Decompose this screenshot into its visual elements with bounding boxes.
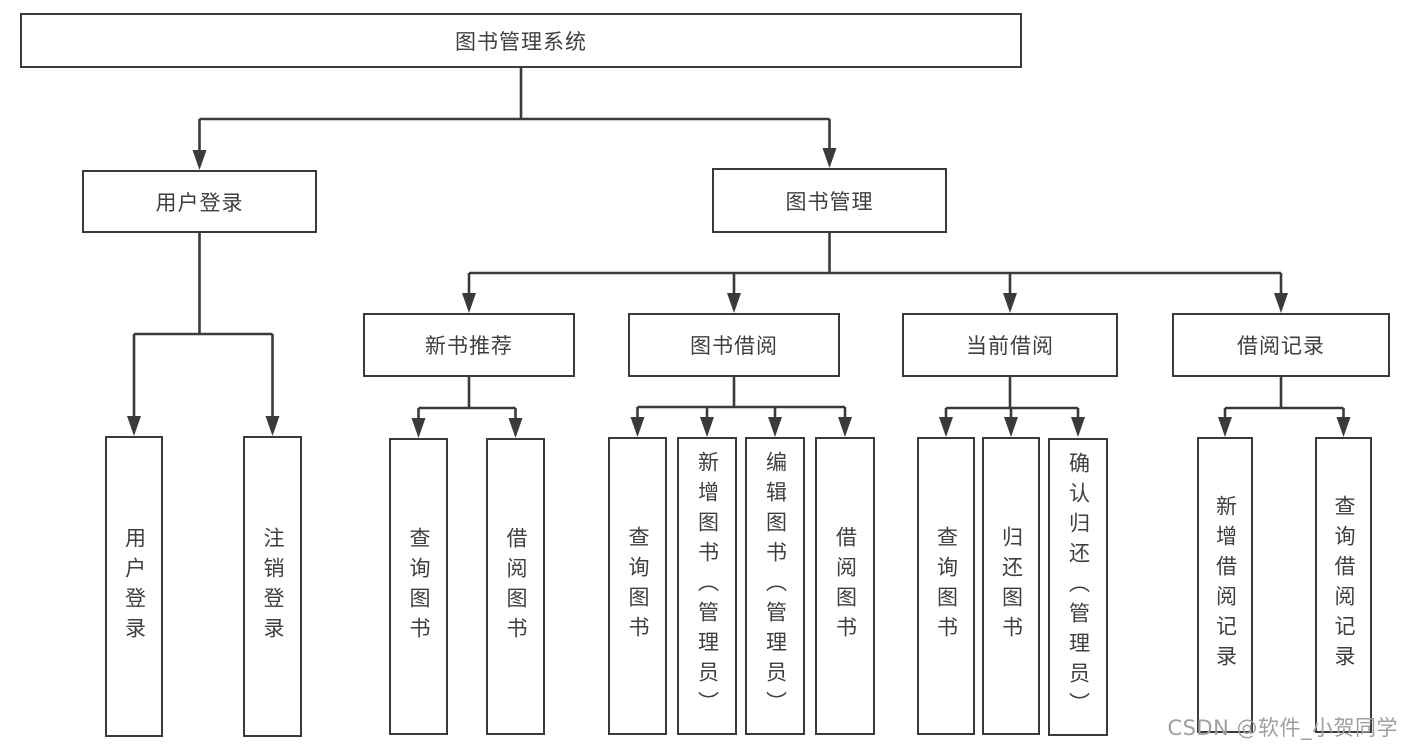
arrowhead-down — [1071, 417, 1085, 437]
arrowhead-down — [1004, 417, 1018, 437]
leaf-query-books-current: 查询图书 — [917, 437, 975, 735]
arrowhead-down — [127, 416, 141, 436]
arrowhead-down — [768, 417, 782, 437]
leaf-confirm-return-admin: 确认归还（管理员） — [1048, 438, 1108, 736]
leaf-logout: 注销登录 — [243, 436, 302, 737]
leaf-add-borrow-record: 新增借阅记录 — [1197, 437, 1253, 733]
arrowheads — [127, 148, 1351, 438]
leaf-add-books-admin: 新增图书（管理员） — [677, 437, 737, 735]
node-borrow-records: 借阅记录 — [1172, 313, 1390, 377]
leaf-query-borrow-record: 查询借阅记录 — [1315, 437, 1372, 733]
arrowhead-down — [727, 293, 741, 313]
node-book-management: 图书管理 — [712, 168, 947, 233]
node-user-login: 用户登录 — [82, 170, 317, 233]
arrowhead-down — [822, 148, 837, 168]
arrowhead-down — [1003, 293, 1017, 313]
leaf-borrow-books-recommend: 借阅图书 — [486, 438, 545, 735]
leaf-return-books: 归还图书 — [982, 437, 1040, 735]
node-new-book-recommend: 新书推荐 — [363, 313, 575, 377]
arrowhead-down — [838, 417, 852, 437]
arrowhead-down — [630, 417, 645, 437]
leaf-edit-books-admin: 编辑图书（管理员） — [745, 437, 805, 735]
leaf-query-books-recommend: 查询图书 — [389, 438, 448, 735]
node-library-management-system: 图书管理系统 — [20, 13, 1022, 68]
arrowhead-down — [1336, 417, 1351, 437]
arrowhead-down — [1218, 417, 1232, 437]
arrowhead-down — [1274, 293, 1288, 313]
node-book-borrow: 图书借阅 — [628, 313, 840, 377]
arrowhead-down — [700, 417, 714, 437]
csdn-watermark: CSDN @软件_小贺同学 — [1167, 716, 1398, 740]
arrowhead-down — [939, 417, 953, 437]
node-current-borrow: 当前借阅 — [902, 313, 1118, 377]
leaf-query-books-borrow: 查询图书 — [608, 437, 667, 735]
tree-edges — [132, 66, 1345, 420]
leaf-borrow-books: 借阅图书 — [815, 437, 875, 735]
leaf-user-login: 用户登录 — [105, 436, 163, 737]
arrowhead-down — [411, 418, 426, 438]
arrowhead-down — [265, 416, 280, 436]
arrowhead-down — [462, 293, 476, 313]
arrowhead-down — [192, 150, 207, 170]
arrowhead-down — [508, 418, 523, 438]
